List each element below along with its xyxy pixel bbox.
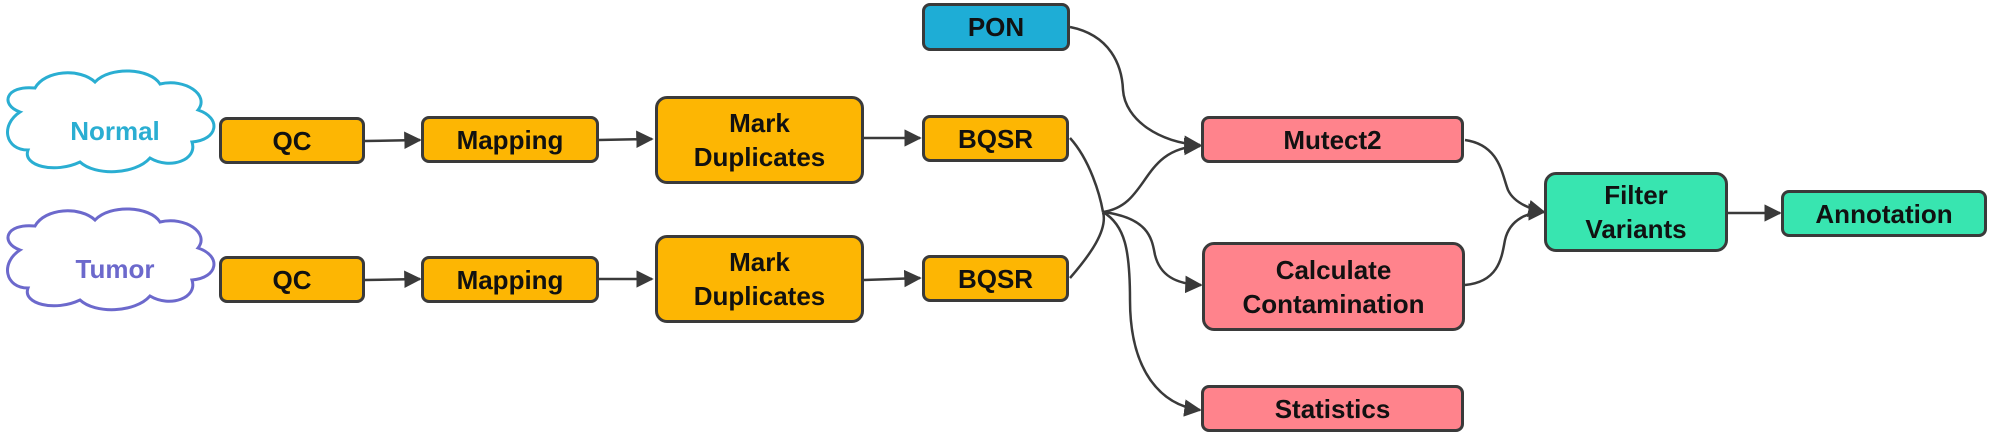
normal-cloud-shape xyxy=(6,69,216,174)
bqsr-normal-node: BQSR xyxy=(922,115,1069,162)
annotation-node: Annotation xyxy=(1781,190,1987,237)
mapping-tumor-node: Mapping xyxy=(421,256,599,303)
mutect2-node: Mutect2 xyxy=(1201,116,1464,163)
edge-qc-mapping-normal xyxy=(364,131,422,150)
edge-merge-mutect2 xyxy=(1102,137,1202,214)
edge-mapping-markdup-normal xyxy=(597,130,654,149)
mark-duplicates-tumor-node: Mark Duplicates xyxy=(655,235,864,323)
calculate-contamination-node: Calculate Contamination xyxy=(1202,242,1465,331)
normal-input-label: Normal xyxy=(70,116,160,146)
tumor-input-label: Tumor xyxy=(75,254,155,284)
edge-contamination-filter xyxy=(1464,203,1546,287)
pon-node: PON xyxy=(922,3,1070,51)
edge-pon-mutect2 xyxy=(1069,25,1202,153)
qc-normal-node: QC xyxy=(219,117,365,164)
qc-tumor-node: QC xyxy=(219,256,365,303)
edge-bqsr-normal-merge xyxy=(1069,137,1105,213)
edge-qc-mapping-tumor xyxy=(364,270,422,289)
edge-markdup-bqsr-tumor xyxy=(863,269,922,288)
edge-merge-contamination xyxy=(1102,210,1203,294)
bqsr-tumor-node: BQSR xyxy=(922,255,1069,302)
edge-bqsr-tumor-merge xyxy=(1069,211,1106,279)
mark-duplicates-normal-node: Mark Duplicates xyxy=(655,96,864,184)
statistics-node: Statistics xyxy=(1201,385,1464,432)
filter-variants-node: Filter Variants xyxy=(1544,172,1728,252)
edge-mutect2-filter xyxy=(1464,138,1546,218)
tumor-cloud-shape xyxy=(6,207,216,312)
edge-merge-statistics xyxy=(1102,210,1202,417)
mapping-normal-node: Mapping xyxy=(421,116,599,163)
